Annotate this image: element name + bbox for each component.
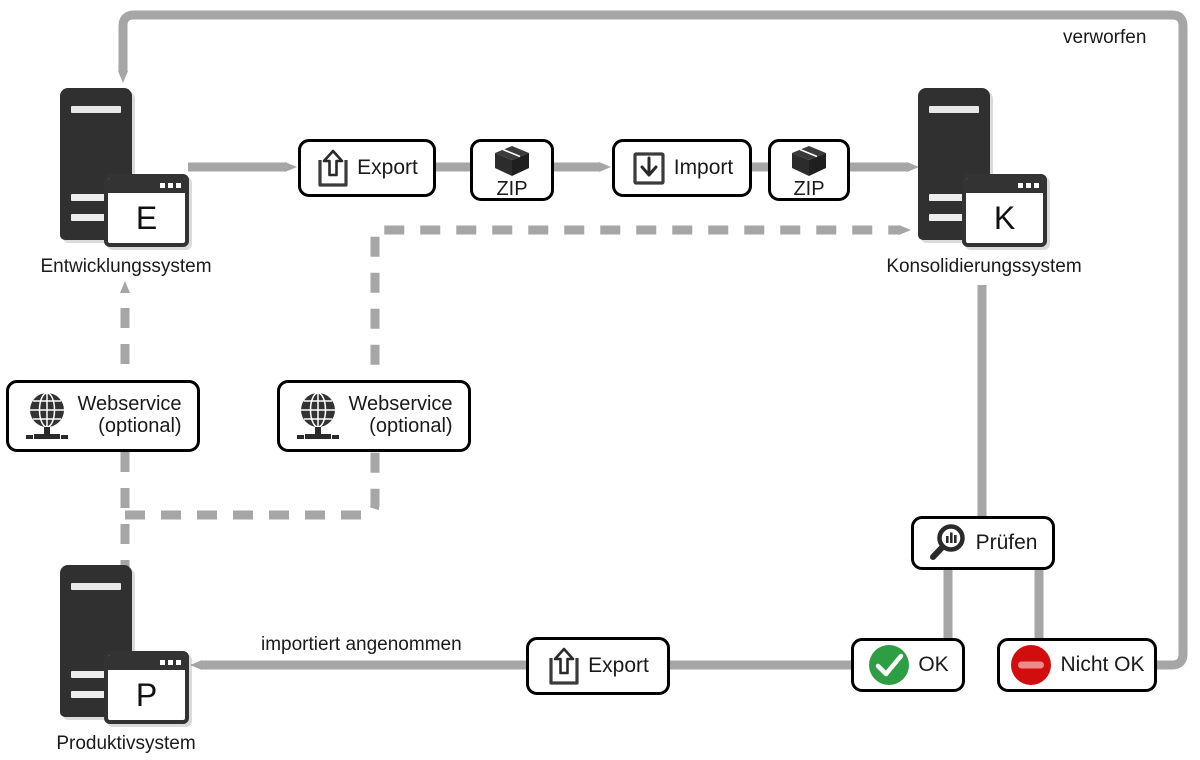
- label-importiert-angenommen: importiert angenommen: [261, 634, 462, 655]
- step-label-wrap: Webservice (optional): [348, 394, 452, 437]
- step-export-bottom[interactable]: Export: [526, 637, 670, 695]
- step-label-wrap: Webservice (optional): [77, 394, 181, 437]
- server-caption: Konsolidierungssystem: [886, 256, 1082, 277]
- edge-webservice-dev-to-cons: [125, 225, 911, 520]
- globe-network-icon: [297, 392, 340, 439]
- step-label: OK: [918, 652, 949, 676]
- step-label: Export: [588, 653, 649, 677]
- server-caption: Entwicklungssystem: [40, 256, 212, 277]
- system-window-icon: E: [104, 174, 189, 247]
- step-pruefen[interactable]: Prüfen: [911, 516, 1055, 570]
- system-window-icon: P: [104, 651, 189, 724]
- package-icon: [495, 145, 529, 176]
- step-label: Import: [673, 155, 734, 179]
- step-export-top[interactable]: Export: [298, 139, 436, 197]
- step-label-line2: (optional): [369, 415, 453, 437]
- server-produktivsystem[interactable]: P Produktivsystem: [56, 565, 196, 754]
- step-ok[interactable]: OK: [851, 638, 965, 692]
- step-import[interactable]: Import: [612, 139, 752, 197]
- magnifier-chart-icon: [929, 524, 965, 560]
- globe-network-icon: [26, 392, 69, 439]
- step-nicht-ok[interactable]: Nicht OK: [997, 638, 1157, 692]
- step-label: ZIP: [793, 177, 825, 200]
- step-webservice-2[interactable]: Webservice (optional): [277, 380, 471, 452]
- step-label-line2: (optional): [98, 415, 182, 437]
- step-webservice-1[interactable]: Webservice (optional): [6, 380, 200, 452]
- step-label: ZIP: [496, 177, 528, 200]
- step-label-line1: Webservice: [348, 393, 453, 416]
- label-verworfen: verworfen: [1063, 27, 1147, 48]
- server-entwicklungssystem[interactable]: E Entwicklungssystem: [40, 88, 212, 277]
- package-icon: [792, 145, 826, 176]
- step-label: Export: [357, 155, 418, 179]
- step-label: Nicht OK: [1060, 652, 1145, 676]
- server-caption: Produktivsystem: [56, 733, 196, 754]
- step-label: Prüfen: [975, 530, 1038, 554]
- step-zip-2[interactable]: ZIP: [768, 139, 850, 201]
- step-label-line1: Webservice: [77, 393, 182, 416]
- system-letter: K: [993, 200, 1016, 236]
- minus-circle-icon: [1011, 645, 1052, 685]
- system-letter: P: [135, 677, 158, 713]
- export-icon: [549, 647, 579, 685]
- server-konsolidierungssystem[interactable]: K Konsolidierungssystem: [886, 88, 1082, 277]
- system-letter: E: [135, 200, 158, 236]
- check-circle-icon: [869, 645, 910, 685]
- import-icon: [633, 152, 665, 185]
- export-icon: [318, 149, 348, 187]
- system-window-icon: K: [962, 174, 1047, 247]
- step-zip-1[interactable]: ZIP: [470, 139, 554, 201]
